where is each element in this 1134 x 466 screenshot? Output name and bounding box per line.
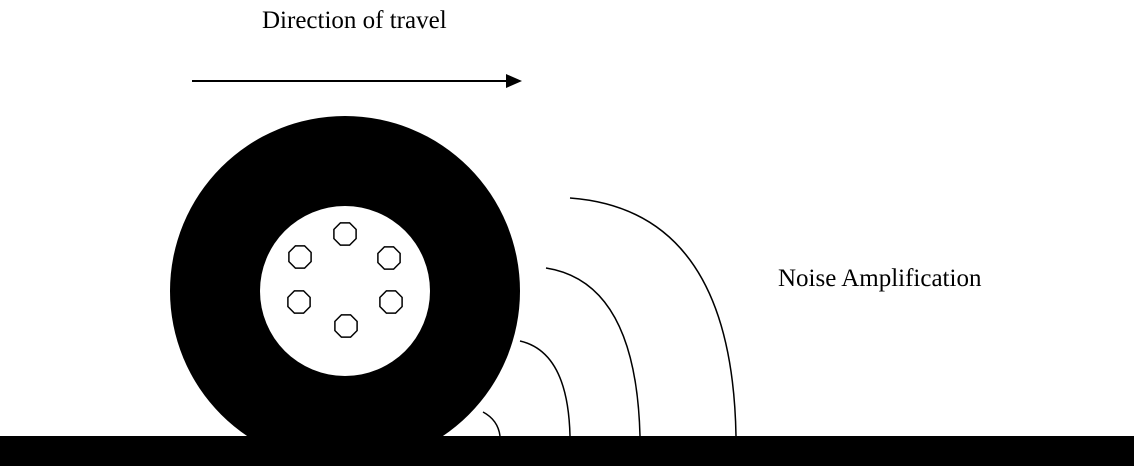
hub: [260, 206, 430, 376]
direction-arrow: [192, 74, 522, 88]
noise-amplification-label: Noise Amplification: [778, 265, 982, 292]
bolt-icon: [333, 222, 357, 246]
bolt-icon: [287, 290, 311, 314]
bolt-icon: [377, 246, 401, 270]
sound-wave: [519, 340, 571, 437]
bolt-icon: [379, 290, 403, 314]
bolt-icon: [334, 314, 358, 338]
arrow-head-icon: [506, 74, 522, 88]
sound-wave: [482, 411, 501, 437]
sound-waves: [482, 197, 737, 437]
sound-wave: [545, 267, 641, 437]
hub-bolts: [287, 222, 403, 338]
bolt-icon: [288, 245, 312, 269]
road-surface: [0, 436, 1134, 466]
sound-wave: [569, 197, 737, 437]
tire: [170, 116, 520, 466]
direction-of-travel-label: Direction of travel: [262, 7, 447, 34]
